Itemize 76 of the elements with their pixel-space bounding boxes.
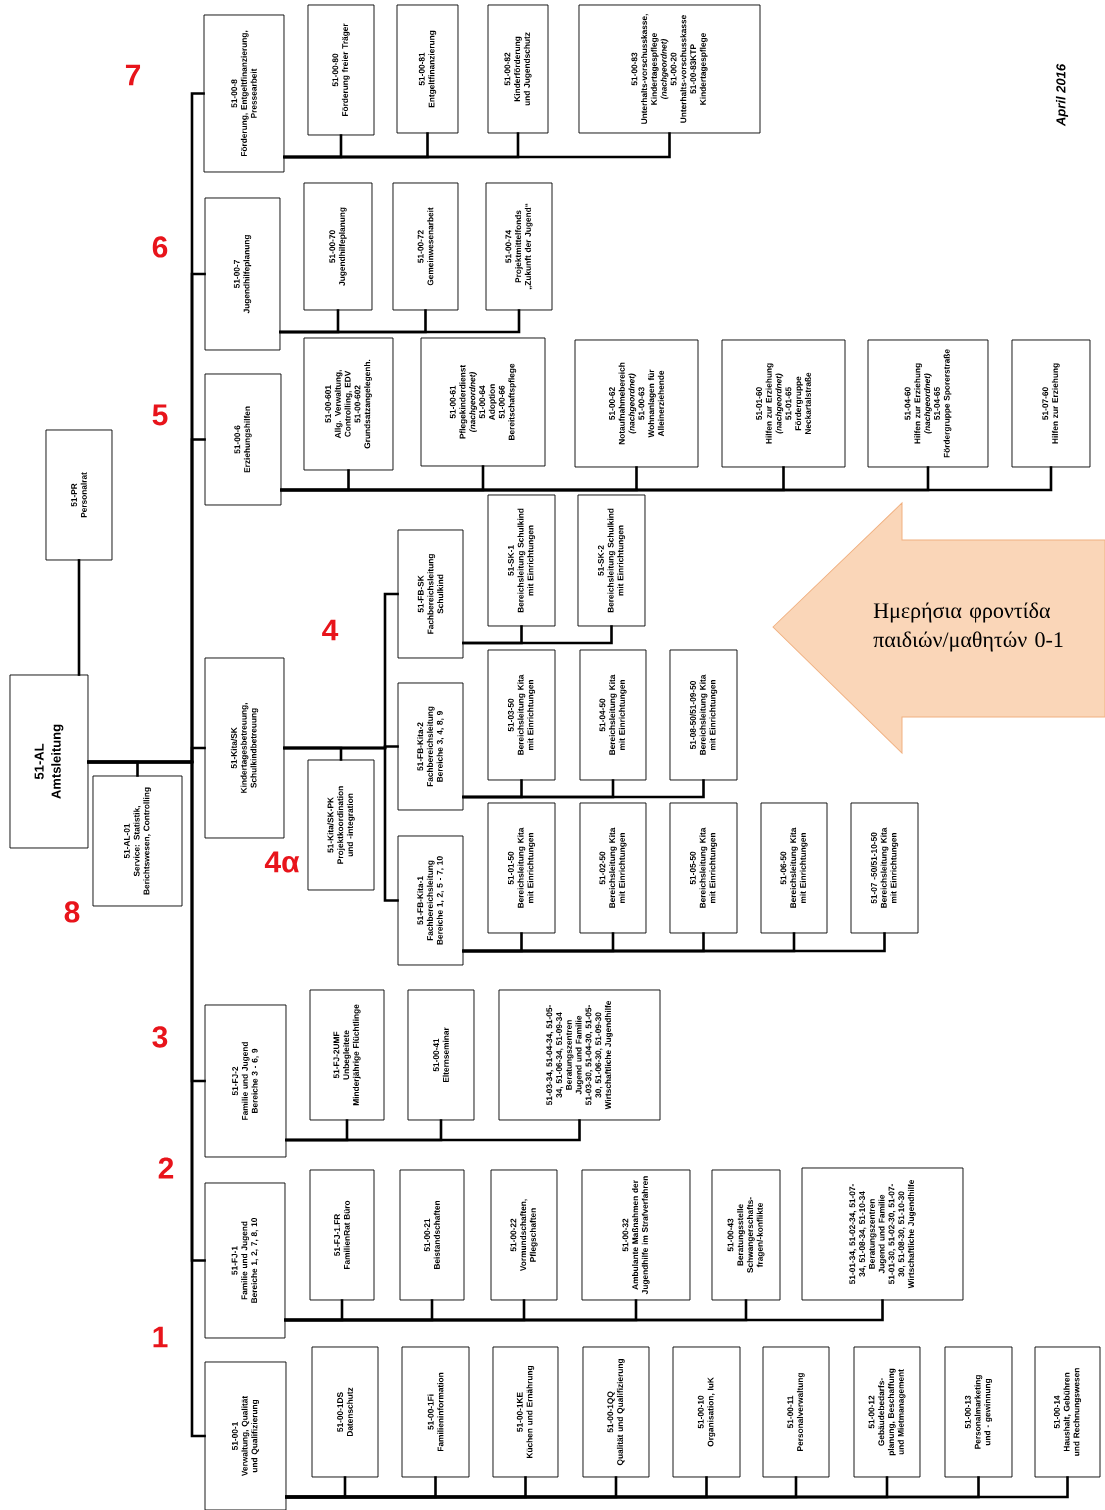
connector-line xyxy=(285,1119,581,1142)
org-box: 51-00-10 Organisation, IuK xyxy=(672,1346,741,1478)
org-box: 51-Kita/SK-PK Projektkoordination und -integration xyxy=(307,759,375,891)
org-box: 51-00-61 Pflegekinderdienst (nachgeordnet) 51-00-64 Adoption 51-00-66 Bereitschaftspflege xyxy=(420,337,546,467)
org-box: 51-00-6 Erziehungshilfen xyxy=(204,373,282,506)
connector-line xyxy=(283,132,671,159)
org-box: 51-00-43 Beratungsstelle Schwangerschafts-fragen/-konflikte xyxy=(711,1169,781,1301)
org-box: 51-00-14 Haushalt, Gebühren und Rechnungswesen xyxy=(1034,1346,1101,1478)
org-box: 51-FJ-1.FR FamilienRat Büro xyxy=(309,1169,375,1301)
org-box: 51-01-34, 51-02-34, 51-07-34, 51-08-34, 51-10-34 Beratungszentren Jugend und Familie 51-01-30, 51-02-30, 51-07-30, 51-08-30, 51-10-30 Wirtschaftliche Jugendhilfe xyxy=(801,1167,964,1301)
connector-line xyxy=(462,779,705,799)
org-box: 51-07-60 Hilfen zur Erziehung xyxy=(1011,339,1091,468)
connector-line xyxy=(279,309,521,334)
connector-line xyxy=(462,625,613,645)
section-number: 4α xyxy=(264,851,300,873)
org-box: 51-00-70 Jugendhilfeplanung xyxy=(303,182,373,311)
org-box: 51-01-50 Bereichsleitung Kita mit Einrichtungen xyxy=(487,802,556,934)
org-box: 51-00-41 Elternseminar xyxy=(407,989,475,1121)
org-box: 51-00-1Fi Familieninformation xyxy=(401,1346,470,1478)
org-box: 51-01-60 Hilfen zur Erziehung (nachgeordnet) 51-01-65 Fördergruppe Neckartalstraße xyxy=(721,339,846,468)
org-box: 51-00-62 Notaufnahmebereich (nachgeordnet) 51-00-63 Wohnanlagen für Alleinerziehende xyxy=(574,339,699,468)
org-box: 51-00-74 Projektmittelfonds „Zukunft der Jugend“ xyxy=(485,182,553,311)
org-box: 51-00-1QQ Qualität und Qualifizierung xyxy=(582,1346,650,1478)
org-box: 51-02-50 Bereichsleitung Kita mit Einrichtungen xyxy=(579,802,647,934)
section-number: 8 xyxy=(64,901,80,923)
org-box: 51-03-50 Bereichsleitung Kita mit Einrichtungen xyxy=(487,649,556,781)
connector-line xyxy=(87,760,206,1438)
org-box: 51-FJ-1 Familie und Jugend Bereiche 1, 2, 7, 8, 10 xyxy=(204,1182,286,1339)
org-box: 51-00-1DS Datenschutz xyxy=(311,1346,379,1478)
org-box: 51-00-21 Beistandschaften xyxy=(399,1169,465,1301)
org-box: 51-FJ-2 Familie und Jugend Bereiche 3 - 6, 9 xyxy=(204,1004,287,1158)
org-box: 51-04-50 Bereichsleitung Kita mit Einrichtungen xyxy=(579,649,647,781)
org-box: 51-PR Personalrat xyxy=(45,429,113,561)
section-number: 1 xyxy=(153,1326,168,1348)
org-box: 51-FB-Kita-2 Fachbereichsleitung Bereiche 3, 4, 8, 9 xyxy=(397,682,464,811)
section-number: 4 xyxy=(322,619,339,641)
org-box: 51-00-80 Förderung freier Träger xyxy=(307,4,375,136)
org-box: 51-FJ-2UMF Unbegleitete Minderjährige Flüchtlinge xyxy=(309,989,385,1121)
org-box: 51-SK-1 Bereichsleitung Schulkind mit Einrichtungen xyxy=(487,494,556,627)
org-box: 51-00-82 Kinderförderung und Jugendschutz xyxy=(487,4,549,134)
org-box: 51-AL Amtsleitung xyxy=(9,674,89,849)
connector-line xyxy=(462,932,886,953)
org-box: 51-04-60 Hilfen zur Erziehung (nachgeordnet) 51-04-65 Fördergruppe Sporerstraße xyxy=(867,339,989,468)
org-box: 51-00-81 Entgeltfinanzierung xyxy=(396,4,459,134)
connector-line xyxy=(77,559,81,676)
org-box: 51-08-50/51-09-50 Bereichsleitung Kita mit Einrichtungen xyxy=(669,649,738,781)
org-box: 51-FB-Kita-1 Fachbereichsleitung Bereiche 1, 2, 5 - 7, 10 xyxy=(397,835,464,966)
org-box: 51-Kita/SK Kindertagesbetreuung, Schulkindbetreuung xyxy=(204,657,285,839)
org-box: 51-AL-01 Service: Statistik, Berichtswesen, Controlling xyxy=(92,775,183,907)
connector-line xyxy=(280,466,1053,492)
section-number: 6 xyxy=(152,236,168,258)
section-number: 7 xyxy=(125,64,141,86)
org-box: 51-00-12 Gebäudebedarfs-planung, Beschaffung und Mietmanagement xyxy=(853,1346,921,1478)
org-box: 51-03-34, 51-04-34, 51-05-34, 51-06-34, 51-09-34 Beratungszentren Jugend und Familie 51-03-30, 51-04-30, 51-05-30, 51-06-30, 51-09-30 Wirtschaftliche Jugendhilfe xyxy=(498,989,661,1121)
org-box: 51-06-50 Bereichsleitung Kita mit Einrichtungen xyxy=(760,802,828,934)
date-label: April 2016 xyxy=(1055,63,1069,127)
org-box: 51-00-83 Unterhalts-vorschusskasse, Kindertagespflege (nachgeordnet) 51-00-20 Unterhalts-vorschusskasse 51-00-83KTP Kindertagespflege xyxy=(578,4,761,134)
org-box: 51-07 -50/51-10-50 Bereichsleitung Kita mit Einrichtungen xyxy=(850,802,919,934)
org-box: 51-00-601 Allg. Verwaltung, Controlling, EDV 51-00-602 Grundsatzangelegenh. xyxy=(303,337,394,471)
org-box: 51-00-11 Personalverwaltung xyxy=(762,1346,830,1478)
connector-line xyxy=(283,746,399,902)
org-box: 51-00-1KE Küchen und Ernährung xyxy=(492,1346,559,1478)
section-number: 5 xyxy=(152,404,168,426)
org-box: 51-00-1 Verwaltung, Qualität und Qualifizierung xyxy=(204,1361,287,1510)
section-number: 3 xyxy=(152,1026,168,1048)
org-box: 51-00-72 Gemeinwesenarbeit xyxy=(392,182,459,311)
org-box: 51-00-22 Vormundschaften, Pflegschaften xyxy=(490,1169,558,1301)
connector-line xyxy=(284,1299,884,1322)
org-box: 51-00-8 Förderung, Entgeltfinanzierung, Pressearbeit xyxy=(203,14,285,173)
section-number: 2 xyxy=(158,1157,174,1179)
org-box: 51-05-50 Bereichsleitung Kita mit Einrichtungen xyxy=(669,802,738,934)
org-box: 51-00-13 Personalmarketing und - gewinnung xyxy=(944,1346,1013,1478)
org-box: 51-SK-2 Bereichsleitung Schulkind mit Einrichtungen xyxy=(577,494,646,627)
org-box: 51-FB-SK Fachbereichsleitung Schulkind xyxy=(397,529,464,659)
org-box: 51-00-7 Jugendhilfeplanung xyxy=(204,197,281,351)
org-box: 51-00-32 Ambulante Maßnahmen der Jugendhilfe im Strafverfahren xyxy=(581,1169,691,1301)
